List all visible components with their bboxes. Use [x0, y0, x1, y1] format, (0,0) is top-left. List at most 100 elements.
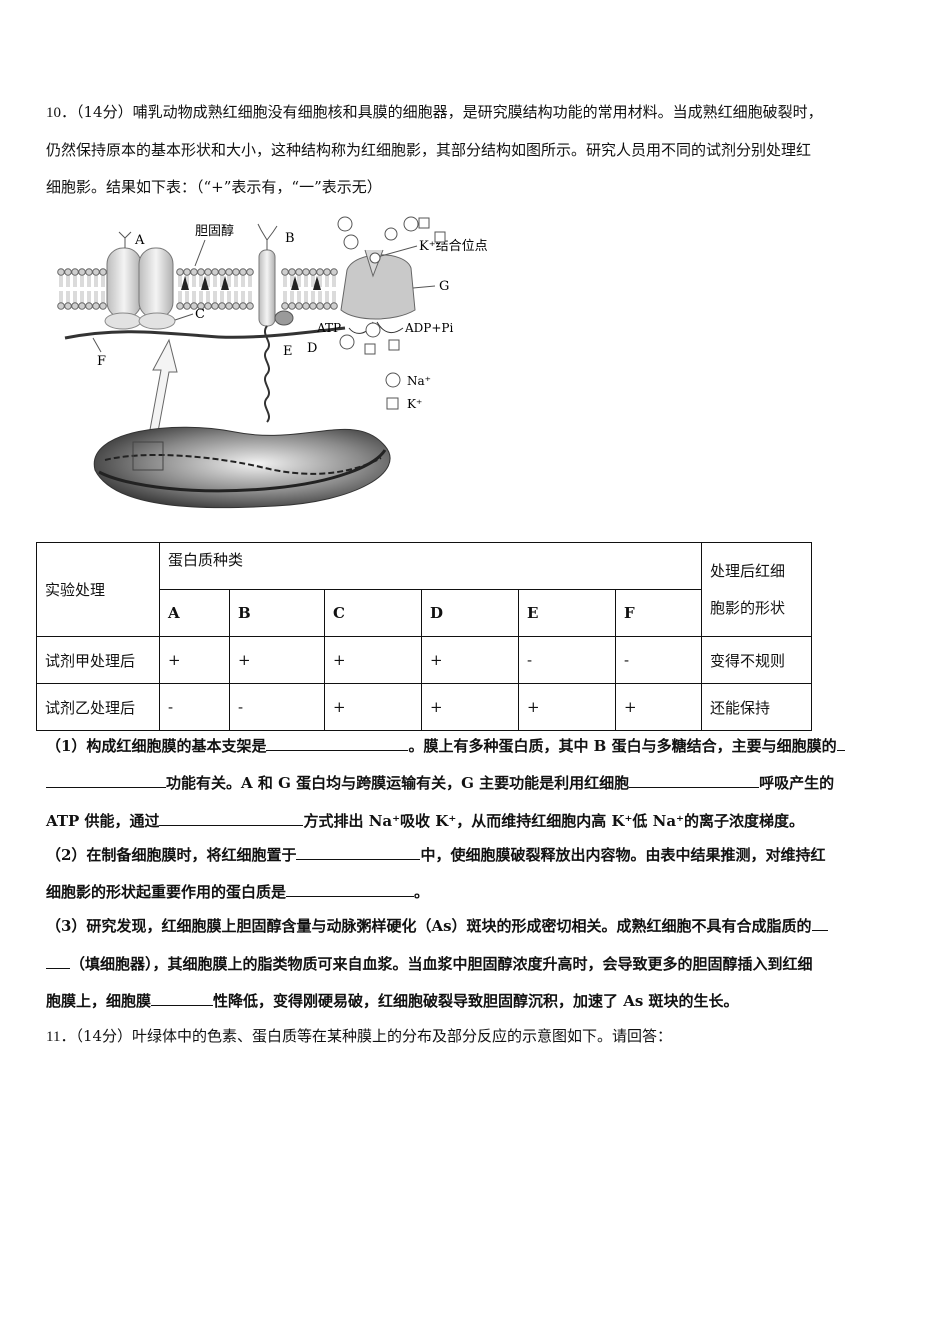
lipid-head — [323, 268, 331, 276]
sub1-line-1: （1）构成红细胞膜的基本支架是。膜上有多种蛋白质，其中 B 蛋白与多糖结合，主要… — [46, 736, 845, 756]
lipid-tail — [311, 275, 315, 303]
lipid-tail — [94, 275, 98, 303]
results-table: 实验处理 蛋白质种类 处理后红细 胞影的形状 A B C D E F 试剂甲处理… — [36, 542, 812, 731]
spectrin-f — [64, 326, 346, 340]
protein-b — [257, 223, 294, 423]
protein-header: C — [324, 589, 422, 637]
answer-blank[interactable] — [46, 954, 70, 969]
lipid-head — [78, 302, 86, 310]
answer-blank[interactable] — [159, 811, 304, 826]
treatment-cell: 试剂乙处理后 — [36, 683, 160, 731]
sub1-text-c: 功能有关。A 和 G 蛋白均与跨膜运输有关，G 主要功能是利用红细胞 — [166, 774, 630, 792]
answer-blank[interactable] — [151, 991, 214, 1006]
lipid-head — [176, 302, 184, 310]
lipid-tail — [80, 275, 84, 303]
sub3-line-3: 胞膜上，细胞膜性降低，变得刚硬易破，红细胞破裂导致胆固醇沉积，加速了 As 斑块… — [46, 991, 739, 1011]
answer-blank[interactable] — [46, 773, 166, 788]
q11-number: 11． — [46, 1029, 76, 1045]
answer-blank[interactable] — [296, 845, 421, 860]
lipid-tail — [241, 275, 245, 303]
header-shape-line-1: 处理后红细 — [710, 561, 786, 580]
lipid-head — [288, 268, 296, 276]
answer-blank[interactable] — [836, 736, 845, 751]
value-cell: + — [518, 683, 616, 731]
lipid-head — [225, 302, 233, 310]
lipid-tail — [283, 275, 287, 303]
sub3-line-2: （填细胞器），其细胞膜上的脂类物质可来自血浆。当血浆中胆固醇浓度升高时，会导致更… — [46, 954, 813, 974]
lipid-head — [239, 302, 247, 310]
lipid-head — [246, 302, 254, 310]
lipid-tail — [234, 275, 238, 303]
value-cell: - — [229, 683, 325, 731]
value-cell: + — [421, 683, 519, 731]
lipid-tail — [192, 275, 196, 303]
cholesterol-molecule — [181, 276, 189, 290]
q11-line: 11．（14分）叶绿体中的色素、蛋白质等在某种膜上的分布及部分反应的示意图如下。… — [46, 1026, 672, 1047]
lipid-head — [78, 268, 86, 276]
label-g: G — [439, 279, 449, 294]
value-cell: - — [615, 636, 702, 684]
lipid-tail — [248, 275, 252, 303]
cholesterol-molecule — [221, 276, 229, 290]
lipid-head — [218, 268, 226, 276]
lipid-tail — [101, 275, 105, 303]
lipid-head — [302, 268, 310, 276]
value-cell: + — [159, 636, 230, 684]
sub1-line-3: ATP 供能，通过方式排出 Na⁺吸收 K⁺，从而维持红细胞内高 K⁺低 Na⁺… — [46, 811, 804, 831]
treatment-cell: 试剂甲处理后 — [36, 636, 160, 684]
sub2-line-2: 细胞影的形状起重要作用的蛋白质是 。 — [46, 882, 429, 902]
answer-blank[interactable] — [629, 773, 760, 788]
lipid-head — [323, 302, 331, 310]
sub3-text-b: （填细胞器），其细胞膜上的脂类物质可来自血浆。当血浆中胆固醇浓度升高时，会导致更… — [70, 955, 813, 973]
lipid-head — [57, 268, 65, 276]
label-b: B — [285, 231, 295, 246]
sub1-text-d: 呼吸产生的 — [759, 774, 835, 792]
header-shape-line-2: 胞影的形状 — [710, 598, 786, 617]
lipid-head — [330, 302, 338, 310]
sub2-text-b: 中，使细胞膜破裂释放出内容物。由表中结果推测，对维持红 — [420, 846, 826, 864]
value-cell: + — [229, 636, 325, 684]
ions-inside — [339, 322, 400, 355]
lipid-head — [204, 302, 212, 310]
protein-header: D — [421, 589, 519, 637]
sub2-line-1: （2）在制备细胞膜时，将红细胞置于中，使细胞膜破裂释放出内容物。由表中结果推测，… — [46, 845, 825, 865]
q11-score: （14分） — [75, 1027, 133, 1045]
sub2-text-c: 细胞影的形状起重要作用的蛋白质是 — [46, 883, 287, 901]
lipid-tail — [325, 275, 329, 303]
label-a: A — [134, 233, 145, 248]
membrane-figure: A C 胆固醇 B E D F K⁺结合位点 G ATP ADP+Pi — [57, 216, 488, 509]
sub1-text-e: ATP 供能，通过 — [46, 812, 160, 830]
lipid-head — [239, 268, 247, 276]
protein-header: E — [518, 589, 616, 637]
lipid-head — [204, 268, 212, 276]
lipid-tail — [290, 275, 294, 303]
label-e: E — [283, 344, 293, 359]
lipid-tail — [220, 275, 224, 303]
label-d: D — [307, 341, 317, 356]
lipid-head — [183, 268, 191, 276]
q11-text: 叶绿体中的色素、蛋白质等在某种膜上的分布及部分反应的示意图如下。请回答： — [132, 1027, 673, 1045]
sub2-text-d: 。 — [414, 883, 430, 901]
label-f: F — [97, 354, 106, 369]
legend-na-symbol — [385, 372, 401, 388]
protein-header: A — [159, 589, 230, 637]
lipid-tail — [66, 275, 70, 303]
lipid-head — [232, 302, 240, 310]
lipid-head — [92, 302, 100, 310]
answer-blank[interactable] — [811, 916, 828, 931]
lipid-head — [176, 268, 184, 276]
lipid-head — [190, 268, 198, 276]
lipid-head — [85, 268, 93, 276]
lipid-head — [316, 302, 324, 310]
value-cell: - — [159, 683, 230, 731]
value-cell: - — [518, 636, 616, 684]
value-cell: + — [324, 683, 422, 731]
answer-blank[interactable] — [266, 736, 409, 751]
table-row: 试剂甲处理后 + + + + - - 变得不规则 — [36, 636, 812, 684]
lipid-head — [309, 302, 317, 310]
answer-blank[interactable] — [286, 882, 415, 897]
lipid-head — [218, 302, 226, 310]
lipid-head — [85, 302, 93, 310]
lipid-head — [246, 268, 254, 276]
header-protein: 蛋白质种类 — [159, 542, 702, 590]
